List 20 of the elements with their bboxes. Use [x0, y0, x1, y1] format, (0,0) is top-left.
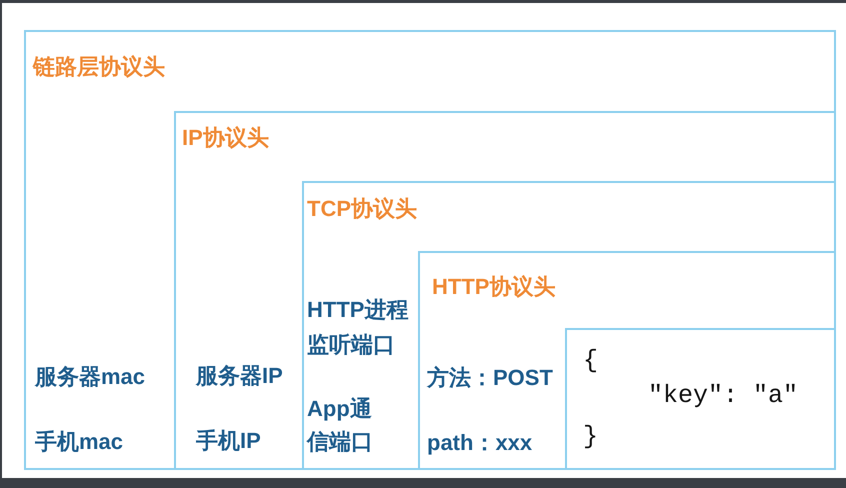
json-code-line: "key": "a": [648, 383, 798, 409]
layer-box: [24, 30, 836, 470]
header-label: HTTP协议头: [432, 274, 556, 300]
header-label: 链路层协议头: [33, 54, 165, 80]
json-code-line: }: [583, 424, 598, 450]
layer-box: [174, 111, 836, 470]
field-label: path：xxx: [427, 430, 532, 456]
field-label: 方法：POST: [427, 365, 553, 391]
json-code-line: {: [583, 348, 598, 374]
layer-box: [302, 181, 836, 470]
body-box: [565, 328, 836, 470]
header-label: TCP协议头: [307, 196, 417, 222]
field-label: HTTP进程监听端口: [307, 296, 410, 359]
field-label: 服务器IP: [196, 363, 283, 389]
field-label: 服务器mac: [35, 364, 146, 390]
field-label: 手机mac: [35, 429, 124, 455]
field-label: 手机IP: [196, 428, 261, 454]
header-label: IP协议头: [182, 125, 269, 151]
layer-box: [418, 251, 836, 470]
field-label: App通信端口: [307, 395, 374, 456]
